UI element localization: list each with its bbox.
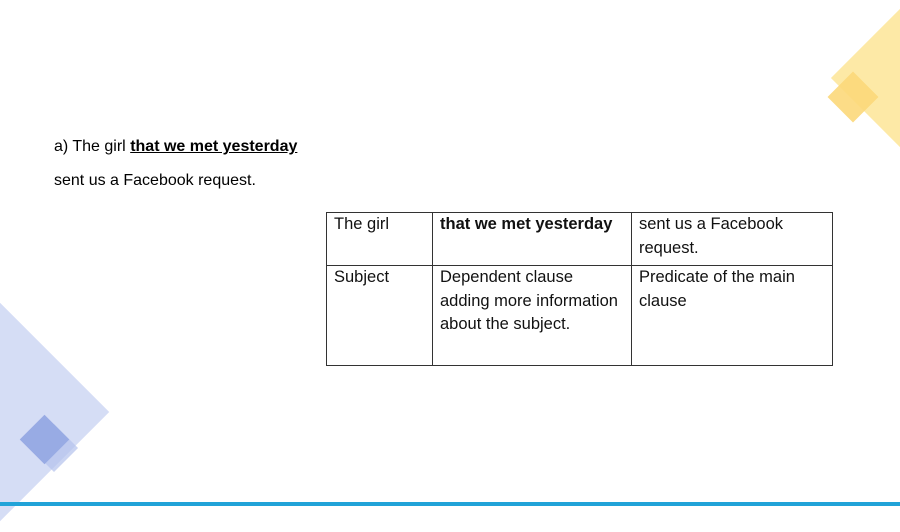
- table-cell: sent us a Facebook request.: [631, 212, 833, 266]
- clause-analysis-table: The girl that we met yesterday sent us a…: [326, 212, 833, 366]
- table-row: Subject Dependent clause adding more inf…: [326, 265, 833, 366]
- table-cell: Predicate of the main clause: [631, 265, 833, 366]
- decor-diamond-bottom-left: [0, 291, 110, 532]
- table-cell: that we met yesterday: [432, 212, 632, 266]
- table-row: The girl that we met yesterday sent us a…: [326, 212, 833, 266]
- example-sentence-line-2: sent us a Facebook request.: [54, 172, 256, 189]
- table-cell: Dependent clause adding more information…: [432, 265, 632, 366]
- example-sentence-line-1: a) The girl that we met yesterday: [54, 137, 297, 157]
- table-cell: Subject: [326, 265, 433, 366]
- bottom-accent-bar: [0, 502, 900, 506]
- sentence-prefix: a) The girl: [54, 138, 131, 155]
- table-cell: The girl: [326, 212, 433, 266]
- sentence-highlight-clause: that we met yesterday: [130, 138, 298, 155]
